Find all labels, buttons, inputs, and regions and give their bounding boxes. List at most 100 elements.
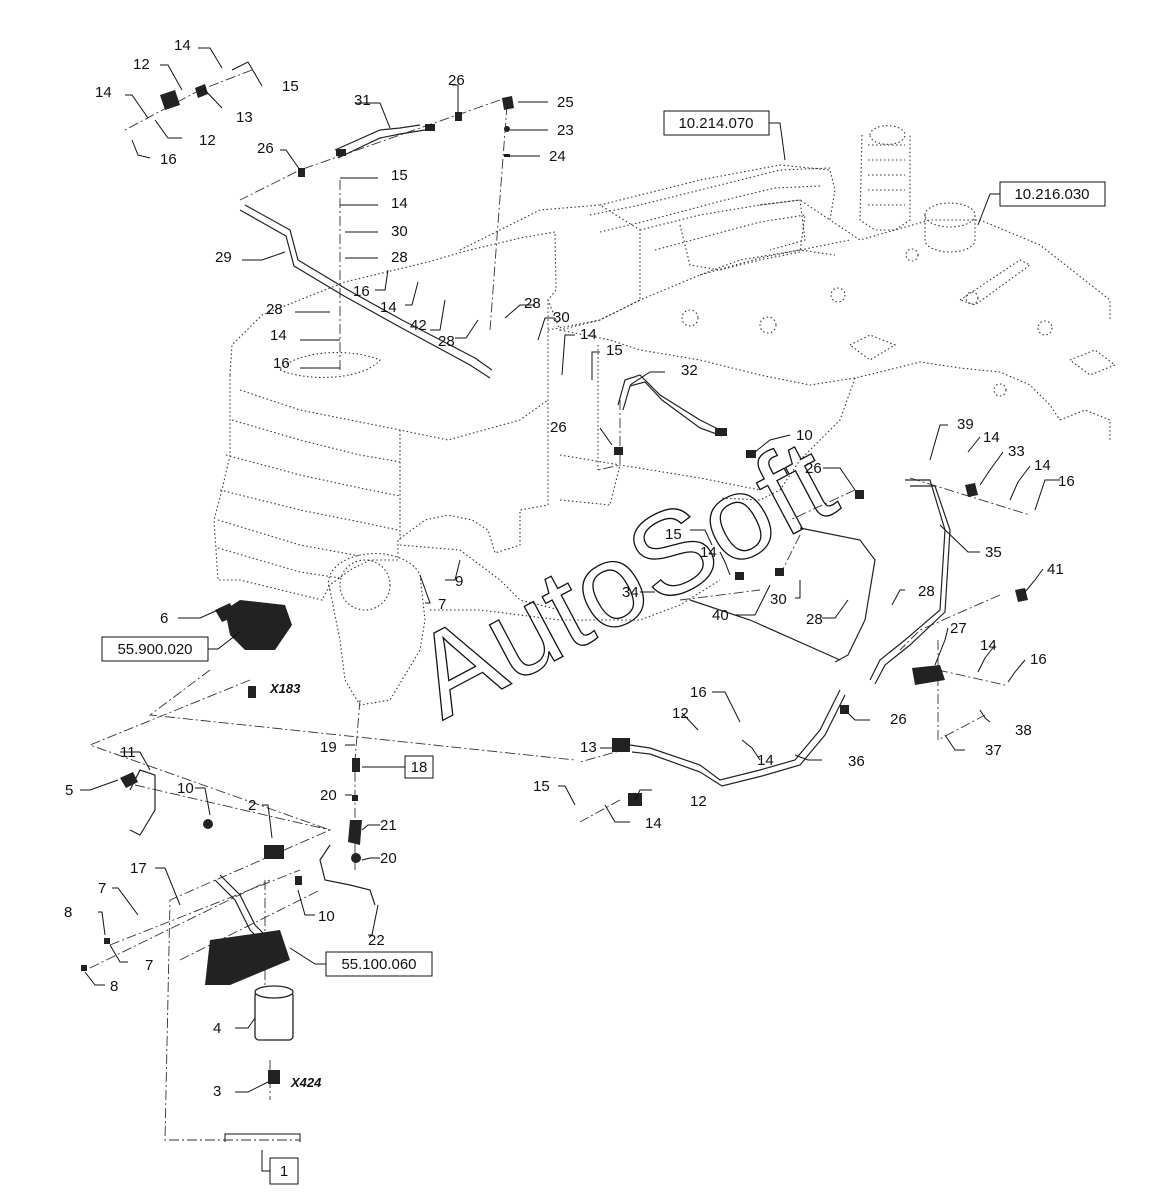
callout-13: 13 [580, 739, 597, 756]
ref-box-55-900-020: 55.900.020 [101, 631, 241, 662]
callout-14: 14 [980, 637, 997, 654]
callout-21: 21 [380, 817, 397, 834]
callout-28: 28 [524, 295, 541, 312]
bracket-27 [912, 665, 945, 685]
union-40 [735, 572, 744, 580]
adapter-18 [352, 758, 360, 772]
fitting-10 [746, 450, 756, 458]
callout-42: 42 [410, 317, 427, 334]
callout-38: 38 [1015, 722, 1032, 739]
callout-30: 30 [553, 309, 570, 326]
pipes [129, 124, 951, 941]
callout-31: 31 [354, 92, 371, 109]
filter-head [205, 930, 290, 985]
tractor-body-outline [213, 125, 1117, 706]
bracket-2 [264, 845, 284, 859]
callout-8: 8 [110, 978, 118, 995]
callout-17: 17 [130, 860, 147, 877]
callout-16: 16 [1058, 473, 1075, 490]
clip-30 [775, 568, 784, 576]
elbow-25 [502, 96, 514, 110]
callout-10: 10 [796, 427, 813, 444]
callout-12: 12 [133, 56, 150, 73]
callout-14: 14 [983, 429, 1000, 446]
connector-x183 [248, 686, 256, 698]
fitting-26-lower [840, 705, 849, 714]
union-32 [715, 428, 727, 436]
callout-26: 26 [448, 72, 465, 89]
valve-block [225, 600, 292, 650]
callout-16: 16 [160, 151, 177, 168]
callout-26: 26 [890, 711, 907, 728]
callout-39: 39 [957, 416, 974, 433]
filter-4 [254, 991, 294, 1041]
callout-28: 28 [438, 333, 455, 350]
ref-box-10-214-070: 10.214.070 [663, 110, 786, 161]
callout-19: 19 [320, 739, 337, 756]
switch-5 [120, 772, 138, 788]
callout-14: 14 [645, 815, 662, 832]
callout-41: 41 [1047, 561, 1064, 578]
clamp-13 [612, 738, 630, 752]
callout-12: 12 [690, 793, 707, 810]
seal-20b [351, 853, 361, 863]
bolt-8b [81, 965, 87, 971]
callout-labels: 14 12 13 15 14 12 16 31 26 25 23 24 26 1… [64, 37, 1075, 1100]
callout-26: 26 [550, 419, 567, 436]
ref-box-1: 1 [224, 1133, 301, 1185]
callout-15: 15 [606, 342, 623, 359]
callout-20: 20 [380, 850, 397, 867]
callout-30: 30 [391, 223, 408, 240]
fitting-26-right [855, 490, 864, 499]
callout-20: 20 [320, 787, 337, 804]
components [81, 84, 1028, 1084]
callout-28: 28 [391, 249, 408, 266]
callout-11: 11 [120, 744, 136, 761]
callout-15: 15 [391, 167, 408, 184]
callout-7: 7 [98, 880, 106, 897]
callout-15: 15 [665, 526, 682, 543]
connector-label-x424: X424 [290, 1075, 322, 1090]
callout-15: 15 [282, 78, 299, 95]
callout-16: 16 [273, 355, 290, 372]
fitting-26-mid [614, 447, 623, 455]
fitting-10-filter [295, 876, 302, 885]
seal-20 [352, 795, 358, 801]
callout-29: 29 [215, 249, 232, 266]
callout-27: 27 [950, 620, 967, 637]
callout-30: 30 [770, 591, 787, 608]
callout-5: 5 [65, 782, 73, 799]
ref-box-label: 55.900.020 [117, 641, 192, 658]
fitting-26-left [298, 168, 305, 177]
callout-10: 10 [318, 908, 335, 925]
ref-box-55-100-060: 55.100.060 [289, 947, 433, 977]
union-31b [425, 124, 435, 131]
callout-14: 14 [270, 327, 287, 344]
callout-34: 34 [622, 584, 639, 601]
ref-box-10-216-030: 10.216.030 [977, 181, 1106, 226]
callout-14: 14 [391, 195, 408, 212]
callout-14: 14 [580, 326, 597, 343]
callout-15: 15 [533, 778, 550, 795]
callout-28: 28 [806, 611, 823, 628]
callout-24: 24 [549, 148, 566, 165]
callout-10: 10 [177, 780, 194, 797]
callout-12: 12 [672, 705, 689, 722]
bracket-41 [1015, 588, 1028, 602]
ref-box-label: 10.216.030 [1014, 186, 1089, 203]
clip-33 [965, 483, 978, 497]
callout-14: 14 [700, 544, 717, 561]
callout-28: 28 [266, 301, 283, 318]
callout-26: 26 [257, 140, 274, 157]
callout-14: 14 [380, 299, 397, 316]
ref-box-18: 18 [362, 755, 434, 779]
callout-8: 8 [64, 904, 72, 921]
union-31a [336, 149, 346, 156]
callout-7: 7 [438, 596, 446, 613]
callout-14: 14 [174, 37, 191, 54]
callout-7: 7 [145, 957, 153, 974]
callout-36: 36 [848, 753, 865, 770]
fitting-26-top [455, 112, 462, 121]
ref-box-label: 1 [280, 1163, 288, 1180]
sensor-3 [268, 1070, 280, 1084]
